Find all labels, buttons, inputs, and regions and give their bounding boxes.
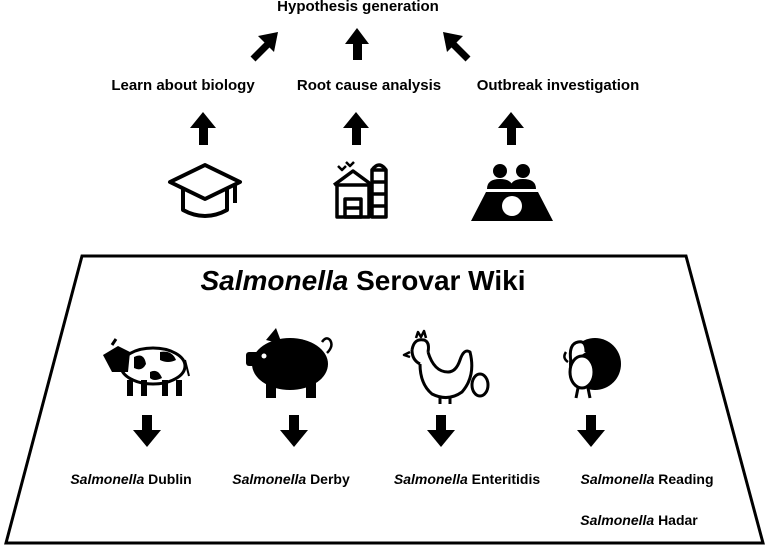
arrow-down-enteritidis bbox=[427, 415, 455, 447]
serovar-label-enteritidis: Salmonella Enteritidis bbox=[394, 471, 540, 487]
serovar-genus: Salmonella bbox=[232, 471, 307, 487]
arrow-up-right bbox=[250, 32, 278, 62]
turkey-icon bbox=[563, 338, 621, 399]
serovar-genus: Salmonella bbox=[70, 471, 145, 487]
arrow-up-outbreak bbox=[498, 112, 524, 145]
arrow-up-center bbox=[345, 28, 369, 60]
wiki-title-rest: Serovar Wiki bbox=[356, 265, 526, 296]
serovar-name: Enteritidis bbox=[471, 471, 541, 487]
arrow-up-root-cause bbox=[343, 112, 369, 145]
arrow-up-biology bbox=[190, 112, 216, 145]
root-cause-analysis-label: Root cause analysis bbox=[296, 77, 442, 94]
learn-about-biology-label: Learn about biology bbox=[111, 77, 255, 94]
serovar-name: Dublin bbox=[148, 471, 192, 487]
serovar-genus: Salmonella bbox=[580, 471, 655, 487]
serovar-genus: Salmonella bbox=[580, 512, 655, 528]
serovar-label-dublin: Salmonella Dublin bbox=[70, 471, 191, 487]
arrow-down-dublin bbox=[133, 415, 161, 447]
outbreak-investigation-label: Outbreak investigation bbox=[476, 77, 640, 94]
wiki-title-genus: Salmonella bbox=[200, 265, 349, 296]
serovar-name: Hadar bbox=[658, 512, 698, 528]
serovar-label-reading: Salmonella Reading bbox=[580, 471, 713, 487]
arrow-up-left bbox=[443, 32, 471, 62]
farm-icon bbox=[332, 161, 388, 219]
serovar-label-hadar: Salmonella Hadar bbox=[580, 512, 698, 528]
graduation-cap-icon bbox=[168, 163, 242, 218]
pig-icon bbox=[246, 328, 333, 398]
serovar-name: Derby bbox=[310, 471, 350, 487]
serovar-genus: Salmonella bbox=[393, 471, 468, 487]
wiki-title: Salmonella Serovar Wiki bbox=[200, 265, 525, 297]
cow-icon bbox=[103, 338, 190, 396]
arrow-down-reading bbox=[577, 415, 605, 447]
hypothesis-generation-label: Hypothesis generation bbox=[277, 0, 439, 15]
serovar-label-derby: Salmonella Derby bbox=[232, 471, 350, 487]
wiki-panel bbox=[4, 254, 765, 545]
serovar-name: Reading bbox=[658, 471, 714, 487]
arrow-down-derby bbox=[280, 415, 308, 447]
chicken-egg-icon bbox=[402, 329, 490, 404]
meeting-icon bbox=[471, 164, 553, 221]
